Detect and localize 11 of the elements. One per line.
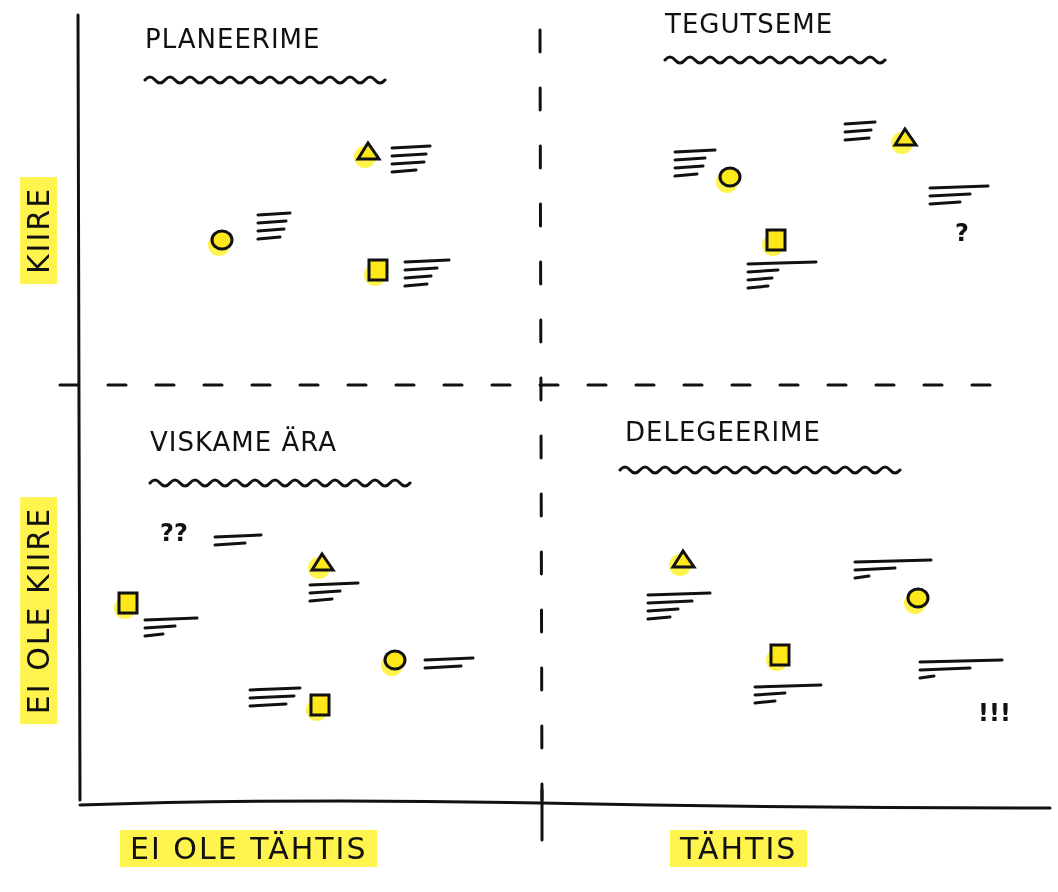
quadrant-heading: PLANEERIME [145, 25, 321, 54]
axis-label: KIIRE [19, 176, 57, 284]
axis-label: EI OLE TÄHTIS [120, 830, 378, 867]
exclamation-marks: !!! [978, 700, 1011, 727]
quadrant-heading: DELEGEERIME [625, 418, 821, 447]
question-marks: ?? [160, 520, 188, 547]
axis-label: EI OLE KIIRE [19, 496, 57, 724]
quadrant-heading: VISKAME ÄRA [150, 428, 338, 457]
quadrant-heading: TEGUTSEME [665, 10, 834, 39]
question-mark: ? [955, 220, 969, 247]
axis-label: TÄHTIS [670, 830, 808, 867]
